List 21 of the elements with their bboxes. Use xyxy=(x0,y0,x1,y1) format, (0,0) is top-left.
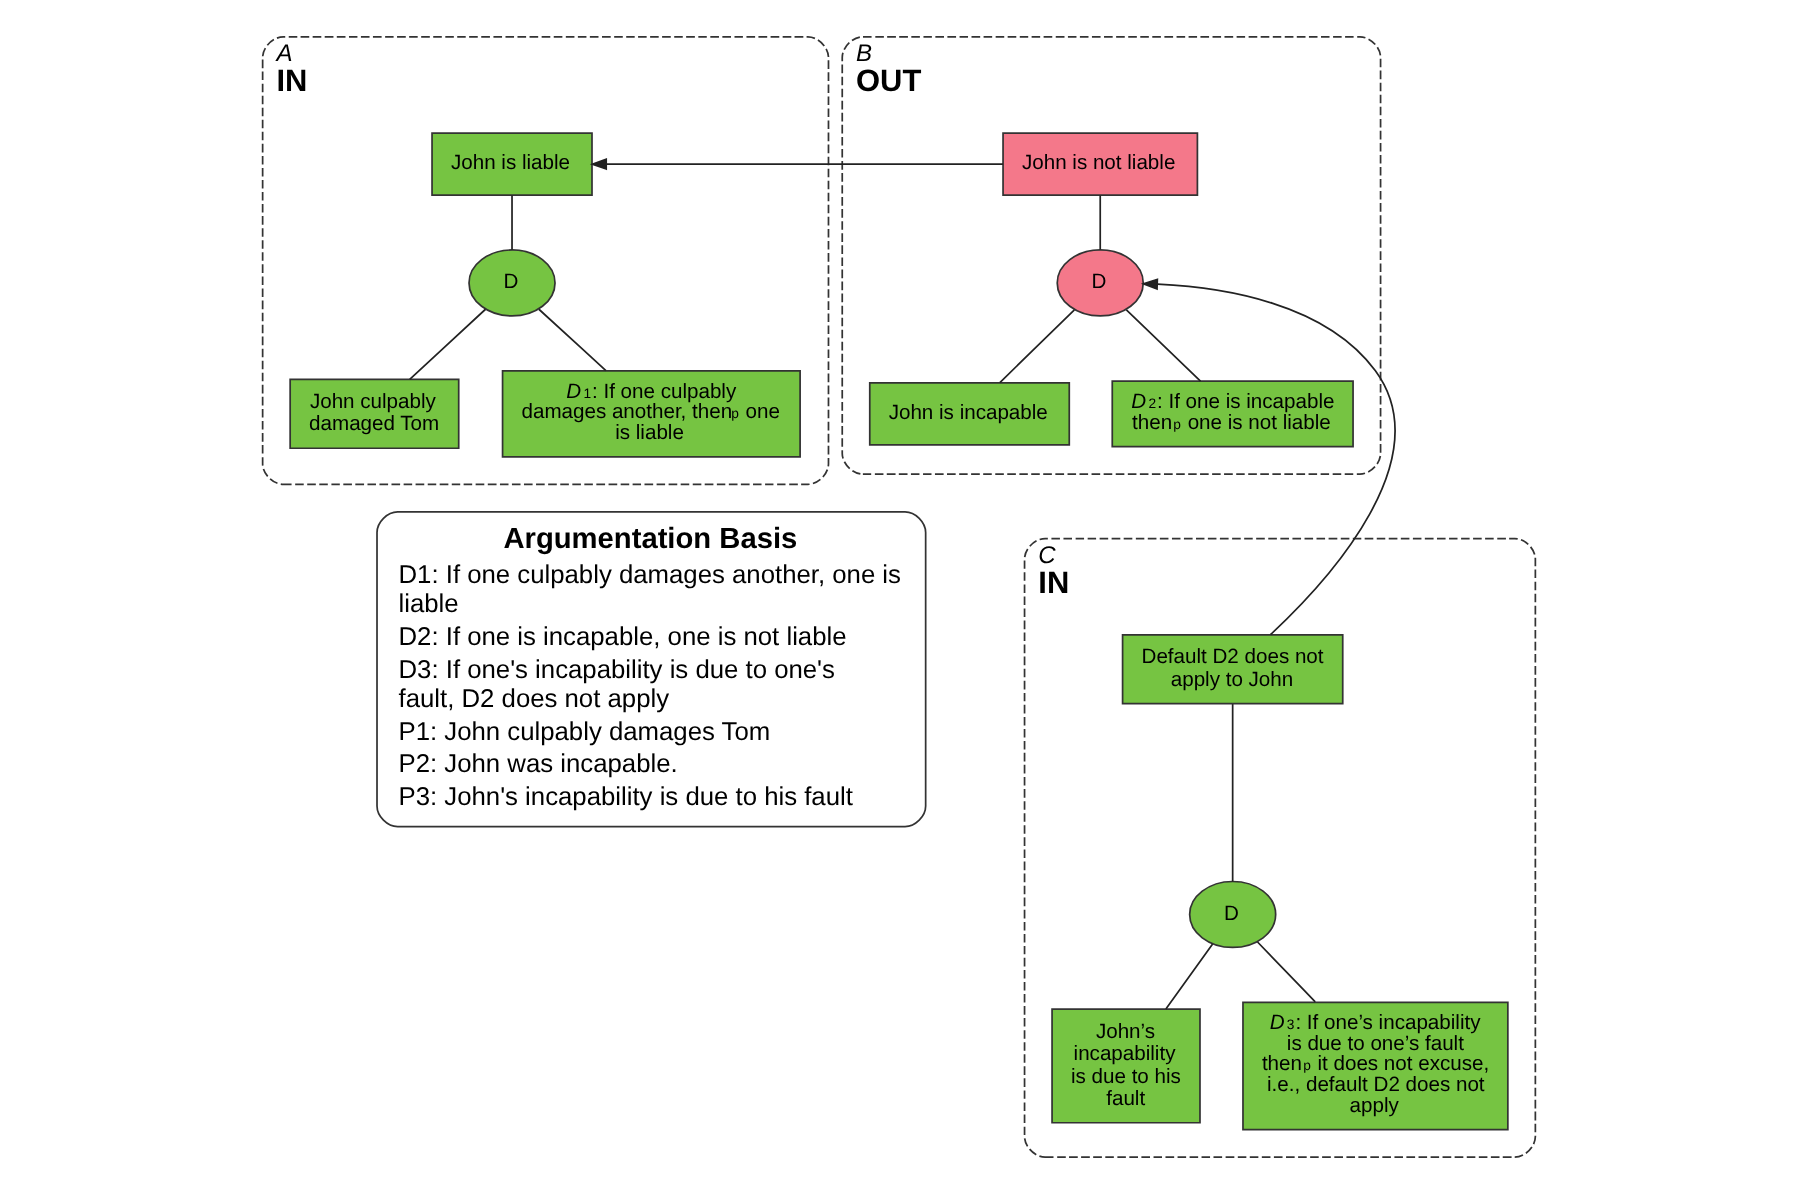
node-box: John is liable xyxy=(431,132,593,196)
node-box: John’s incapability is due to his fault xyxy=(1051,1008,1201,1124)
connector xyxy=(1099,194,1102,251)
connector xyxy=(538,308,607,372)
node-box: Argumentation Basis D1: If one culpably damages another, one is liable D2: If one is incapable, one is not liable D3: If one's incapability is due to one's fault, D2 does not apply P1: John culpably damages Tom P2: John was incapable. P3: John's incapability is due to his fault xyxy=(376,511,927,828)
node-box: John is incapable xyxy=(868,382,1071,446)
connector xyxy=(1256,941,1317,1003)
arrow xyxy=(589,158,1004,171)
connector xyxy=(408,308,487,381)
node-box: Default D2 does not apply to John xyxy=(1121,634,1344,705)
connector xyxy=(1231,703,1234,883)
node-ellipse: D xyxy=(468,249,556,317)
node-ellipse: D xyxy=(1056,249,1145,317)
connector xyxy=(999,309,1076,384)
node-box: John culpably damaged Tom xyxy=(289,378,460,450)
node-box: John is not liable xyxy=(1002,132,1199,196)
connector xyxy=(1165,943,1214,1010)
arrow xyxy=(1140,278,1396,636)
connector xyxy=(511,194,513,251)
connector xyxy=(1125,309,1202,382)
node-ellipse: D xyxy=(1188,880,1277,949)
